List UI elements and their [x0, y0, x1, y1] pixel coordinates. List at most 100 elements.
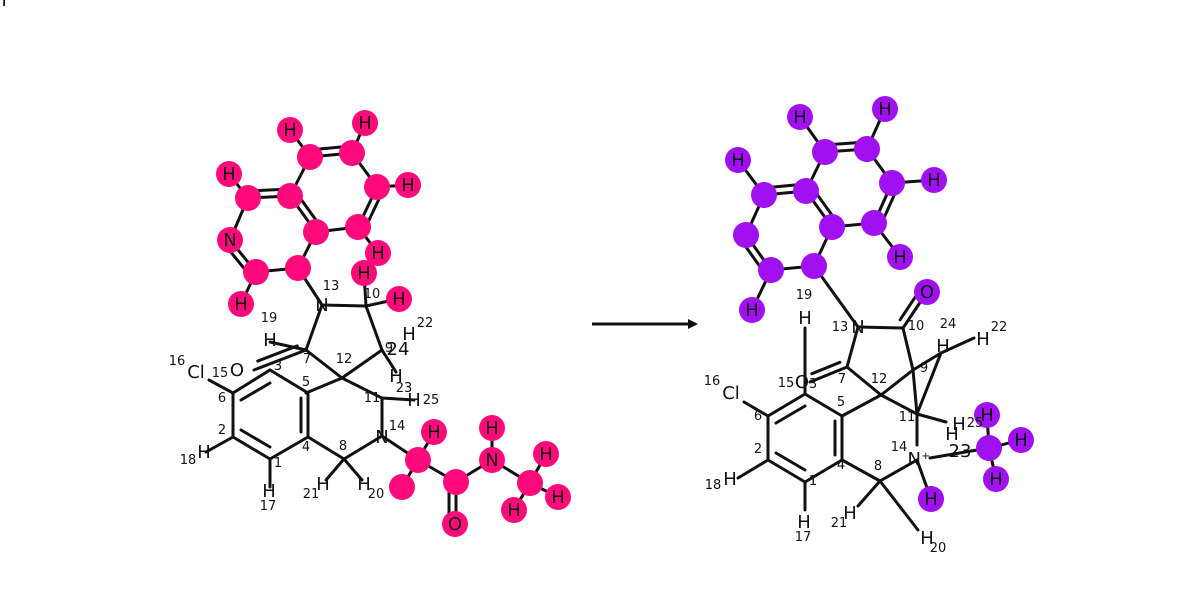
bond: [304, 303, 324, 352]
bond: [340, 348, 384, 380]
product-highlight-dot: [801, 253, 827, 279]
atom-label: H: [945, 424, 959, 445]
bond: [268, 368, 310, 395]
reactant-highlight-dot: [217, 227, 243, 253]
bond: [879, 393, 919, 416]
atom-index: 19: [261, 311, 278, 326]
atom-label: H: [357, 263, 371, 284]
bond: [380, 348, 398, 374]
bond: [878, 458, 919, 483]
reactant-highlight-dot: [421, 419, 447, 445]
atom-label: H: [745, 300, 759, 321]
atom-label: H: [927, 170, 941, 191]
highlight-layer: [216, 96, 1034, 537]
product-highlight-dot: [918, 486, 944, 512]
atom-index: 22: [991, 320, 1008, 335]
atom-label: N⁺: [908, 449, 931, 470]
atom-index: 12: [871, 372, 888, 387]
atom-label: H: [485, 418, 499, 439]
atom-label: Cl: [722, 383, 740, 404]
atom-index: 4: [302, 440, 310, 455]
reactant-highlight-dot: [479, 415, 505, 441]
atom-label: H: [989, 469, 1003, 490]
atom-label: 24: [387, 339, 410, 360]
bond: [840, 393, 883, 418]
atom-label: Cl: [187, 362, 205, 383]
atom-label: H: [793, 107, 807, 128]
atom-label: H: [843, 503, 857, 524]
product-highlight-dot: [976, 435, 1002, 461]
atom-index: 24: [940, 317, 957, 332]
atom-label: H: [401, 175, 415, 196]
bond: [324, 457, 346, 482]
product-highlight-dot: [887, 244, 913, 270]
reactant-highlight-dot: [243, 259, 269, 285]
atom-index: 18: [180, 453, 197, 468]
product-highlight-dot: [819, 214, 845, 240]
atom-index: 16: [169, 354, 186, 369]
atom-index: 9: [385, 341, 393, 356]
atom-index: 8: [874, 459, 882, 474]
atom-index: 5: [302, 375, 310, 390]
bond: [268, 435, 310, 461]
atom-label: H: [316, 474, 330, 495]
atom-label: H: [920, 528, 934, 549]
atom-label: H: [723, 469, 737, 490]
atom-label: N: [223, 230, 236, 251]
atom-index: 10: [364, 287, 381, 302]
atom-index: 4: [837, 458, 845, 473]
atom-label: H: [262, 481, 276, 502]
double-bond: [252, 348, 308, 372]
bond: [204, 435, 235, 454]
atom-label: H: [197, 442, 211, 463]
product-highlight-dot: [872, 96, 898, 122]
bond: [911, 351, 943, 372]
bond: [774, 404, 807, 425]
atom-index: 6: [218, 391, 226, 406]
atom-index: 9: [920, 361, 928, 376]
label-layer: Cl1615621453H19O7N131012911N148H18H17H21…: [0, 0, 1028, 556]
atom-index: 13: [832, 320, 849, 335]
reactant-highlight-dot: [216, 161, 242, 187]
bond: [320, 303, 368, 308]
atom-index: 2: [754, 442, 762, 457]
bond: [304, 348, 344, 380]
double-bond-inner: [256, 344, 299, 363]
bond: [306, 435, 346, 461]
atom-label: N: [375, 427, 388, 448]
atom-label: H: [371, 243, 385, 264]
atom-index: 23: [396, 381, 413, 396]
atom-label: H: [407, 390, 421, 411]
bond: [304, 376, 344, 395]
atom-index: 1: [274, 456, 282, 471]
bond: [879, 368, 915, 397]
atom-label: H: [283, 120, 297, 141]
atom-index: 6: [754, 409, 762, 424]
reactant-highlight-dot: [277, 183, 303, 209]
atom-label: H: [263, 330, 277, 351]
atom-index: 8: [339, 439, 347, 454]
bond: [878, 479, 920, 532]
atom-index: 22: [417, 316, 434, 331]
bond: [915, 412, 948, 424]
atom-label: H: [427, 422, 441, 443]
reactant-highlight-dot: [501, 497, 527, 523]
atom-label: H: [402, 324, 416, 345]
product-highlight-dot: [758, 257, 784, 283]
reactant-highlight-dot: [339, 140, 365, 166]
reaction-arrow: [592, 319, 698, 329]
atom-label: N: [851, 317, 864, 338]
atom-label: H: [0, 0, 7, 11]
atom-index: 3: [809, 377, 817, 392]
atom-index: 20: [368, 487, 385, 502]
bond: [845, 325, 860, 369]
reactant-highlight-dot: [386, 286, 412, 312]
double-bond: [808, 365, 849, 384]
product-highlight-dot: [793, 178, 819, 204]
product-highlight-dot: [739, 297, 765, 323]
atom-label: H: [234, 294, 248, 315]
atom-index: 17: [260, 499, 277, 514]
atom-label: H: [222, 164, 236, 185]
atom-label: H: [539, 444, 553, 465]
atom-label: H: [924, 489, 938, 510]
